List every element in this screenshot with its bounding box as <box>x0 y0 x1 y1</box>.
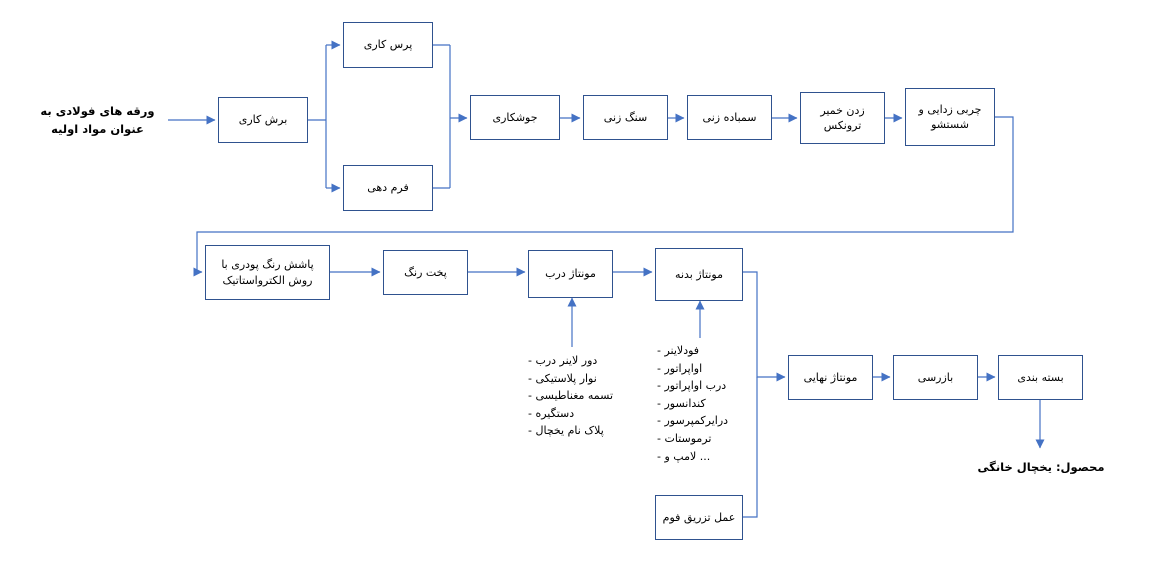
process-box-pressing: پرس کاری <box>343 22 433 68</box>
door-parts-list: - دور لاینر درب - نوار پلاستیکی - تسمه م… <box>528 352 613 440</box>
process-box-door-assembly: مونتاژ درب <box>528 250 613 298</box>
process-box-sanding: سمباده زنی <box>687 95 772 140</box>
door-part-item: - دور لاینر درب <box>528 354 598 367</box>
process-box-powder-coating: پاشش رنگ پودری با روش الکترواستاتیک <box>205 245 330 300</box>
process-box-body-assembly: مونتاژ بدنه <box>655 248 743 301</box>
body-part-item: - اواپراتور <box>657 361 703 375</box>
raw-material-label: ورقه های فولادی به عنوان مواد اولیه <box>40 104 155 137</box>
process-box-forming: فرم دهی <box>343 165 433 211</box>
line-cut-split <box>308 45 327 188</box>
process-box-inspection: بازرسی <box>893 355 978 400</box>
door-part-item: - نوار پلاستیکی <box>528 371 597 385</box>
door-part-item: - تسمه مغناطیسی <box>528 389 614 403</box>
line-foam-join <box>743 377 758 518</box>
body-part-item: - کندانسور <box>657 396 706 410</box>
process-box-foam-injection: عمل تزریق فوم <box>655 495 743 540</box>
process-box-paste: زدن خمیر ترونکس <box>800 92 885 144</box>
process-box-packing: بسته بندی <box>998 355 1083 400</box>
process-box-cutting: برش کاری <box>218 97 308 143</box>
process-box-grinding: سنگ زنی <box>583 95 668 140</box>
process-box-final-assembly: مونتاژ نهایی <box>788 355 873 400</box>
body-part-item: - ترموستات <box>657 431 712 445</box>
process-box-paint-baking: پخت رنگ <box>383 250 468 295</box>
door-part-item: - پلاک نام یخچال <box>528 424 604 438</box>
body-parts-list: - فودلاینر - اواپراتور - درب اواپراتور -… <box>657 342 728 465</box>
final-product-label: محصول: یخچال خانگی <box>977 460 1105 474</box>
process-box-welding: جوشکاری <box>470 95 560 140</box>
body-part-item: - فودلاینر <box>657 344 700 357</box>
process-box-degreasing: چربی زدایی و شستشو <box>905 88 995 146</box>
body-part-item: - لامپ و ... <box>657 449 711 463</box>
arrow-body-to-final <box>743 271 786 382</box>
door-part-item: - دستگیره <box>528 406 575 420</box>
line-merge <box>433 44 451 189</box>
body-part-item: - درایرکمپرسور <box>657 414 729 428</box>
body-part-item: - درب اواپراتور <box>657 379 727 393</box>
